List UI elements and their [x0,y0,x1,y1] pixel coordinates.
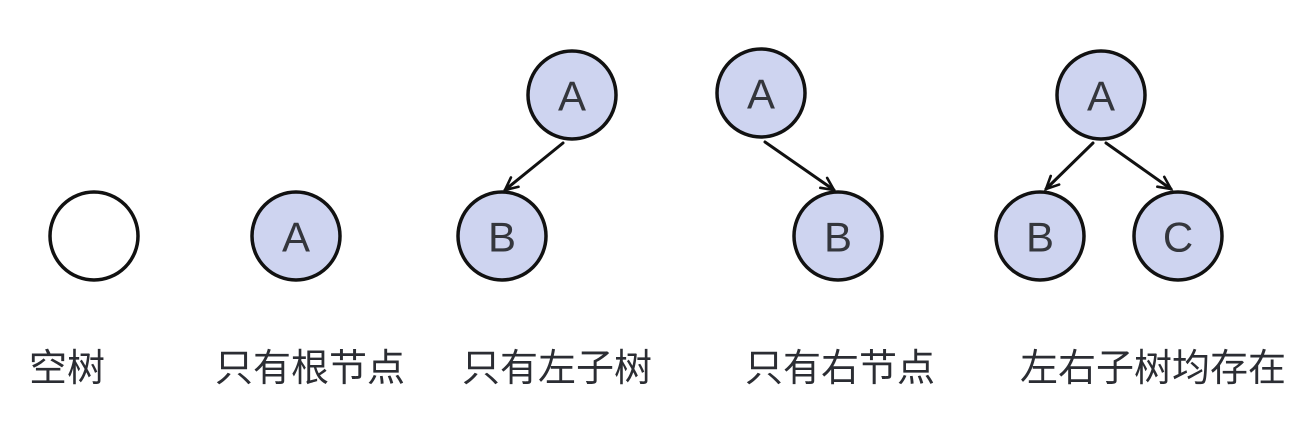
diagram-left-subtree-only: A B 只有左子树 [456,49,652,390]
tree-node-label: A [282,214,310,261]
tree-node-both-subtrees-A: A [1055,49,1147,141]
caption-left-subtree-only: 只有左子树 [462,348,652,390]
tree-edge-right-node-only-A-B [763,140,837,192]
caption-empty-tree: 空树 [29,348,105,390]
tree-node-circle [250,190,342,282]
tree-edge-left-subtree-only-A-B [502,141,565,192]
tree-node-left-subtree-only-B: B [456,190,548,282]
diagram-root-only: A 只有根节点 [215,190,405,390]
tree-node-circle [526,49,618,141]
tree-node-circle [715,47,807,139]
tree-node-label: B [824,214,852,261]
tree-node-right-node-only-A: A [715,47,807,139]
tree-node-label: A [1087,73,1115,120]
tree-node-left-subtree-only-A: A [526,49,618,141]
diagram-both-subtrees: A B C 左右子树均存在 [994,49,1286,390]
tree-edge-both-subtrees-A-B [1043,141,1095,192]
tree-node-circle [1055,49,1147,141]
tree-node-label: A [747,71,775,118]
tree-node-both-subtrees-B: B [994,190,1086,282]
tree-node-label: B [488,214,516,261]
caption-root-only: 只有根节点 [215,348,405,390]
diagram-right-node-only: A B 只有右节点 [715,47,935,390]
tree-node-label: C [1163,214,1193,261]
caption-both-subtrees: 左右子树均存在 [1020,348,1286,390]
tree-node-label: A [558,73,586,120]
tree-node-circle [994,190,1086,282]
tree-node-circle [792,190,884,282]
diagram-empty-tree: 空树 [29,190,140,390]
tree-node-circle [1132,190,1224,282]
caption-right-node-only: 只有右节点 [745,348,935,390]
tree-node-root-only-A: A [250,190,342,282]
tree-node-circle [48,190,140,282]
tree-node-both-subtrees-C: C [1132,190,1224,282]
tree-node-label: B [1026,214,1054,261]
tree-node-right-node-only-B: B [792,190,884,282]
tree-node-empty-tree-empty [48,190,140,282]
tree-node-circle [456,190,548,282]
tree-edge-both-subtrees-A-C [1104,141,1174,191]
